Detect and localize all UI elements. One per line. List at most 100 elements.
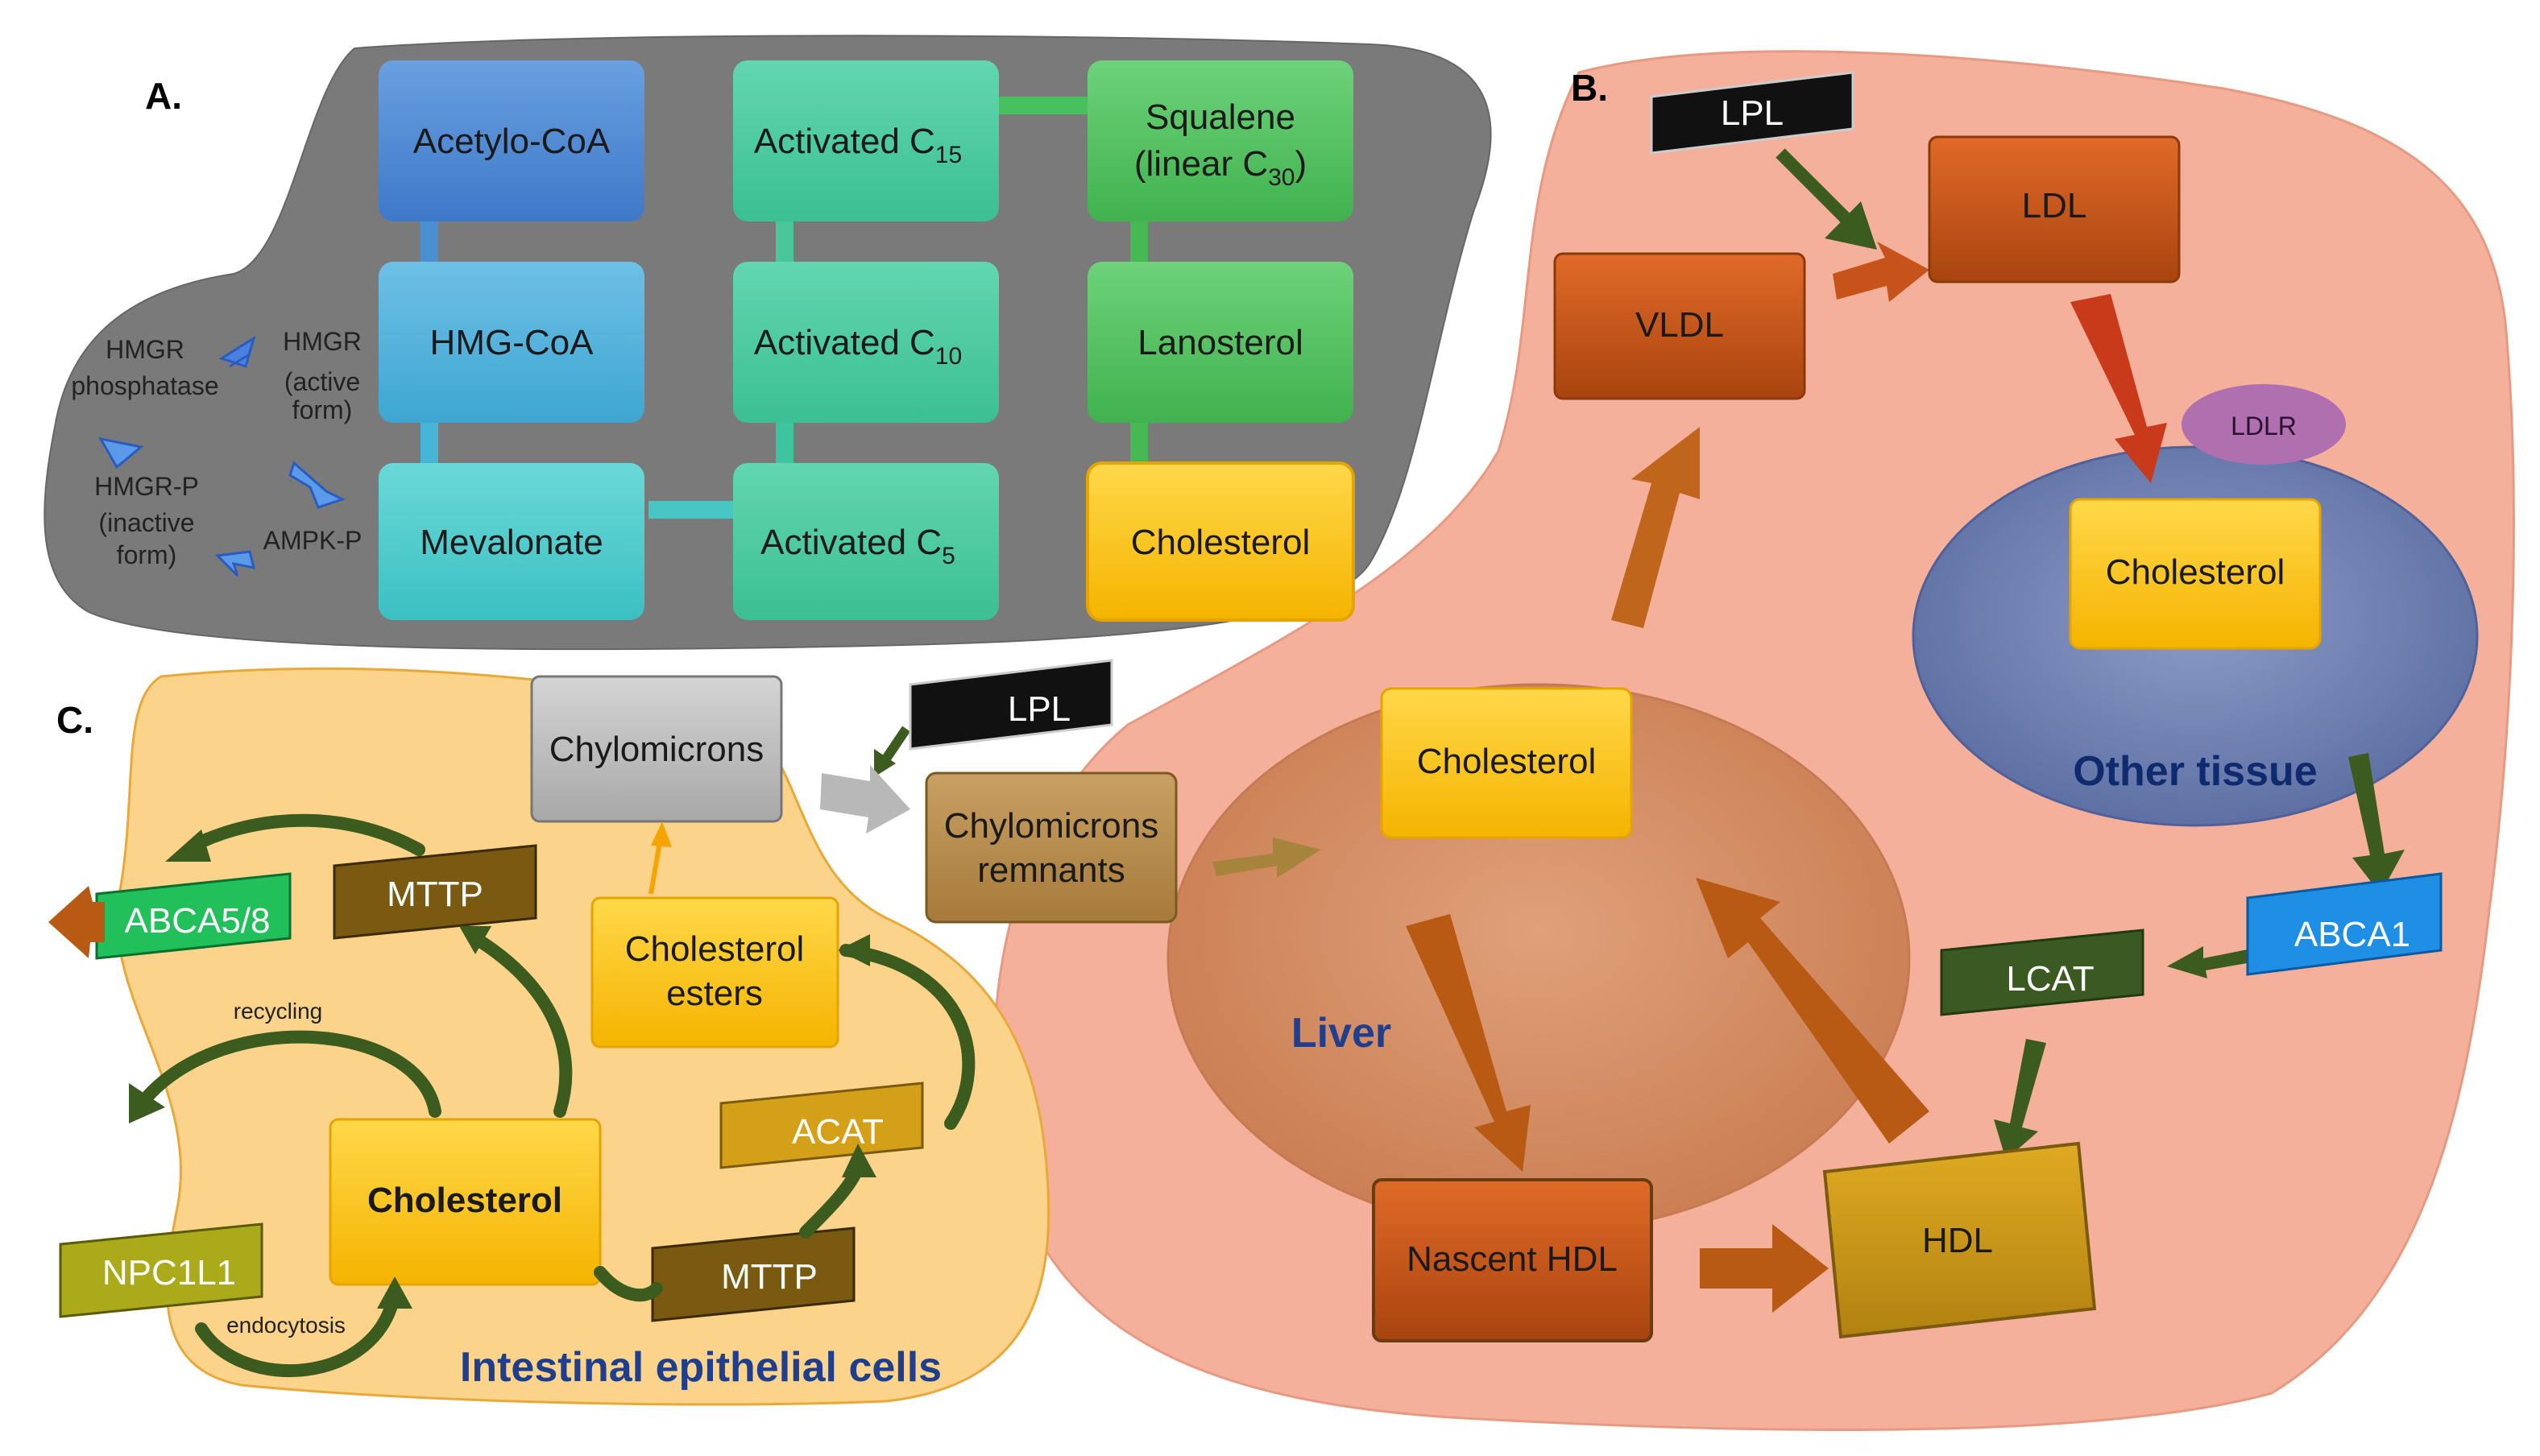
lcat-tag: LCAT (1940, 929, 2144, 1016)
mttp-top-label: MTTP (387, 875, 483, 914)
mttp-top-tag: MTTP (333, 844, 537, 940)
lpl-top-tag: LPL (1650, 71, 1854, 155)
hmgr-phosphatase-line2: phosphatase (71, 371, 218, 400)
abca58-tag: ABCA5/8 (95, 872, 292, 960)
squalene-close-paren: ) (1295, 144, 1307, 184)
recycling-label: recycling (234, 999, 322, 1024)
svg-text:Activated C5: Activated C5 (760, 523, 955, 569)
lanosterol-label: Lanosterol (1137, 323, 1303, 362)
c10-box: Activated C10 (733, 262, 999, 423)
ldl-label: LDL (2022, 186, 2087, 225)
svg-text:Activated C15: Activated C15 (754, 122, 962, 168)
arrow-recycling (139, 1030, 441, 1118)
chylomicrons-box: Chylomicrons (530, 675, 783, 823)
npc1l1-tag: NPC1L1 (59, 1222, 263, 1318)
c15-box: Activated C15 (733, 60, 999, 221)
panel-c-label: C. (56, 699, 93, 741)
chylomicrons-remnants-box: Chylomicrons remnants (925, 771, 1178, 924)
arrow-abca1-to-lcat (2167, 946, 2265, 978)
hmgr-p-line3: form) (117, 540, 177, 569)
chylomicrons-remnants-line2: remnants (977, 850, 1125, 890)
mevalonate-label: Mevalonate (420, 523, 603, 562)
panel-b-arrows (874, 148, 2405, 1313)
arrow-ldl-to-tissue (2070, 294, 2167, 483)
c10-subscript: 10 (935, 343, 962, 370)
svg-text:(linear C30): (linear C30) (1134, 144, 1307, 191)
nascent-hdl-label: Nascent HDL (1407, 1239, 1618, 1279)
cholesterol-esters-line2: esters (666, 974, 763, 1013)
ldlr-label: LDLR (2231, 412, 2297, 441)
ampk-arrow-down-icon (288, 461, 346, 509)
arrow-vldl-to-ldl (1833, 242, 1929, 302)
hmgr-regulation: HMGR phosphatase HMGR (active form) HMGR… (71, 327, 363, 577)
arrow-lpl-to-ldl-head (1825, 201, 1877, 250)
ldl-box: LDL (1928, 135, 2181, 283)
arrow-lpl-to-remnants-head (874, 749, 896, 777)
arrow-lpl-to-ldl (1776, 148, 1858, 230)
squalene-linear-label: (linear C (1134, 144, 1268, 184)
ampk-p-label: AMPK-P (263, 526, 363, 555)
c10-label: Activated C (754, 323, 935, 362)
hdl-box: HDL (1822, 1141, 2097, 1339)
arrow-hdl-to-liver (1696, 878, 1929, 1144)
other-tissue-label: Other tissue (2073, 748, 2317, 795)
hmgr-phosphatase-line1: HMGR (106, 335, 184, 364)
hmgr-p-line1: HMGR-P (94, 472, 199, 501)
lanosterol-box: Lanosterol (1088, 262, 1353, 423)
cholesterol-liver-box: Cholesterol (1380, 687, 1633, 839)
panel-a-label: A. (145, 75, 182, 117)
hmgr-p-line2: (inactive (98, 508, 194, 537)
arrow-abca58-out (48, 886, 105, 958)
acetylcoa-box: Acetylo-CoA (379, 60, 644, 221)
arrow-esters-to-chylomicrons-head (651, 821, 672, 847)
hmgcoa-label: HMG-CoA (430, 323, 595, 362)
arrow-endocytosis (195, 1286, 401, 1377)
abca1-tag: ABCA1 (2246, 872, 2443, 976)
endocytosis-label: endocytosis (226, 1313, 346, 1338)
squalene-subscript: 30 (1268, 164, 1295, 191)
c5-label: Activated C (760, 523, 942, 562)
arrow-chylomicrons-to-remnants (820, 765, 910, 833)
c15-label: Activated C (754, 122, 935, 161)
arrow-lpl-to-remnants (881, 726, 910, 764)
abca58-label: ABCA5/8 (125, 901, 271, 941)
lcat-label: LCAT (2006, 959, 2094, 999)
hmgcoa-box: HMG-CoA (379, 262, 644, 423)
cholesterol-esters-line1: Cholesterol (625, 929, 805, 969)
mttp-bottom-label: MTTP (721, 1257, 818, 1297)
arrow-esters-to-chylomicrons (648, 837, 663, 895)
lpl-mid-tag: LPL (909, 659, 1113, 751)
hmgr-active-line2: (active (284, 367, 360, 396)
cholesterol-a-label: Cholesterol (1131, 523, 1311, 562)
arrow-liver-to-nascent (1406, 914, 1531, 1172)
arrow-remnants-to-liver (1212, 838, 1321, 878)
cholesterol-a-box: Cholesterol (1086, 461, 1355, 622)
cholesterol-esters-box: Cholesterol esters (590, 896, 839, 1049)
acetylcoa-label: Acetylo-CoA (413, 122, 611, 161)
squalene-box: Squalene (linear C30) (1088, 60, 1353, 221)
panel-c-arrowheads (129, 829, 876, 1309)
chylomicrons-remnants-line1: Chylomicrons (944, 806, 1159, 846)
cholesterol-c-label: Cholesterol (367, 1181, 562, 1220)
arrow-lcat-to-hdl (1994, 1039, 2046, 1160)
c5-subscript: 5 (942, 543, 955, 569)
chylomicrons-label: Chylomicrons (549, 730, 764, 769)
arrow-acat-to-esters (839, 944, 976, 1130)
arrow-nascent-to-hdl (1700, 1224, 1829, 1313)
cholesterol-c-box: Cholesterol (329, 1118, 602, 1286)
vldl-label: VLDL (1635, 305, 1724, 345)
svg-text:Activated C10: Activated C10 (754, 323, 962, 370)
cholesterol-liver-label: Cholesterol (1417, 742, 1597, 781)
arrow-mttp-to-abca58 (187, 813, 425, 856)
squalene-label: Squalene (1146, 97, 1295, 137)
arrow-liver-to-vldl (1611, 427, 1700, 628)
liver-label: Liver (1291, 1010, 1391, 1057)
abca1-label: ABCA1 (2294, 915, 2410, 954)
panel-a-connectors (421, 97, 1148, 519)
arrow-cholesterol-to-mttp-top (469, 932, 573, 1118)
arrow-tissue-to-abca1 (2348, 753, 2405, 894)
acat-tag: ACAT (719, 1082, 924, 1169)
c15-subscript: 15 (935, 142, 962, 168)
intestinal-cells-label: Intestinal epithelial cells (460, 1344, 942, 1391)
c5-box: Activated C5 (733, 463, 999, 620)
